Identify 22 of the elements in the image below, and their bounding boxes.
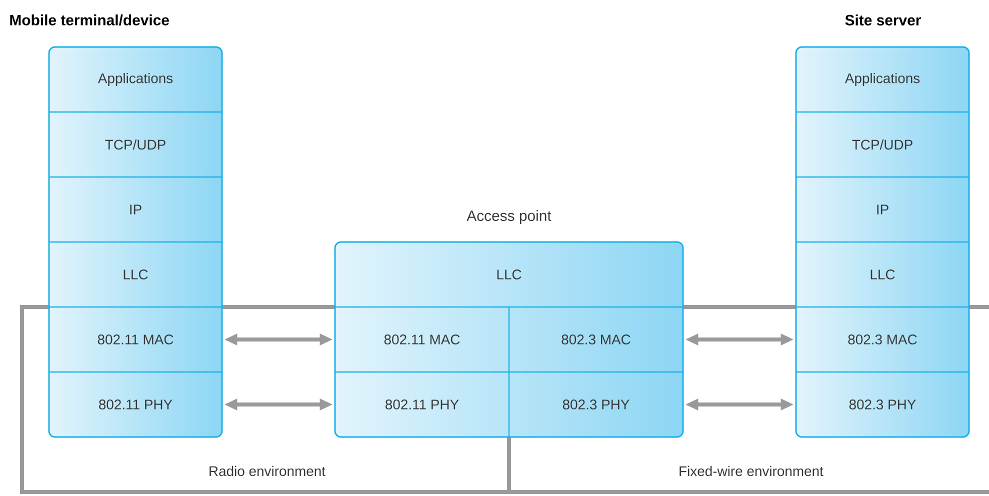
stack-title: Site server	[845, 14, 921, 26]
layer-cell: LLC	[870, 270, 895, 280]
layer-cell: LLC	[124, 270, 148, 280]
layer-cell: Applications	[844, 72, 920, 86]
layer-cell: 802.3 PHY	[849, 400, 916, 410]
layer-cell: 802.3 MAC	[562, 334, 630, 344]
layer-cell: 802.11 PHY	[99, 400, 172, 410]
layer-cell: 802.11 MAC	[98, 334, 174, 344]
layer-cell: TCP/UDP	[852, 139, 912, 150]
layer-cell: IP	[130, 204, 142, 214]
layer-cell: LLC	[497, 270, 522, 280]
layer-cell: 802.3 PHY	[562, 400, 630, 410]
layer-cell: TCP/UDP	[105, 139, 166, 150]
layer-cell: 802.3 MAC	[848, 334, 917, 344]
layer-cell: 802.11 MAC	[384, 334, 460, 344]
stack-title: Access point	[466, 210, 552, 224]
environment-label: Radio environment	[210, 466, 326, 476]
stack-title: Mobile terminal/device	[10, 14, 169, 26]
layer-cell: IP	[877, 204, 888, 214]
environment-label: Fixed-wire environment	[680, 466, 824, 476]
layer-cell: Applications	[98, 72, 173, 86]
layer-cell: 802.11 PHY	[386, 400, 459, 410]
